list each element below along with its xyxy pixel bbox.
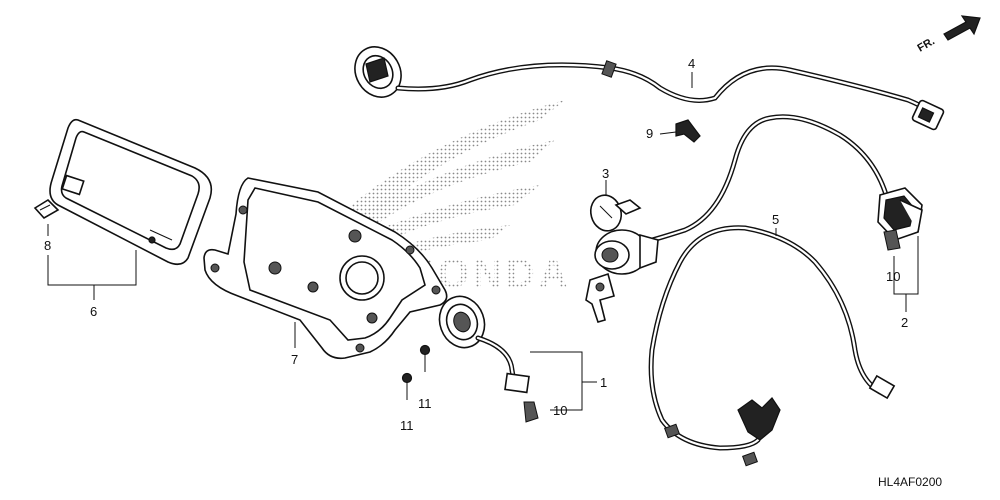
callout-10-upper: 10: [886, 269, 900, 284]
leader-lines: [47, 72, 919, 411]
diagram-code: HL4AF0200: [878, 475, 942, 489]
connector-assembly-part: [877, 187, 923, 251]
callout-10-lower: 10: [553, 403, 567, 418]
callout-1: 1: [600, 375, 607, 390]
callout-4: 4: [688, 56, 695, 71]
emblem-part: [33, 198, 60, 220]
main-harness-part: [354, 46, 945, 245]
socket-harness-part: [438, 295, 539, 423]
callout-5: 5: [772, 212, 779, 227]
callout-9: 9: [646, 126, 653, 141]
callout-11-lower: 11: [400, 418, 414, 433]
ignition-switch-part: [585, 229, 659, 323]
screw-part-b: [401, 372, 413, 400]
harness-clip-part: [659, 119, 701, 143]
callout-labels: 1 2 3 4 5 6 7 8 9 10 10 11 11 HL4AF0200: [44, 56, 942, 489]
meter-case-part: [203, 177, 448, 360]
meter-cover-part: [49, 118, 213, 266]
callout-2: 2: [901, 315, 908, 330]
callout-11-upper: 11: [418, 396, 432, 411]
callout-8: 8: [44, 238, 51, 253]
callout-7: 7: [291, 352, 298, 367]
callout-3: 3: [602, 166, 609, 181]
front-direction-arrow: FR.: [916, 15, 981, 55]
sub-harness-part: [648, 225, 896, 467]
callout-6: 6: [90, 304, 97, 319]
ignition-key-part: [589, 194, 642, 232]
front-marker-label: FR.: [916, 35, 937, 54]
screw-part-a: [419, 344, 431, 372]
